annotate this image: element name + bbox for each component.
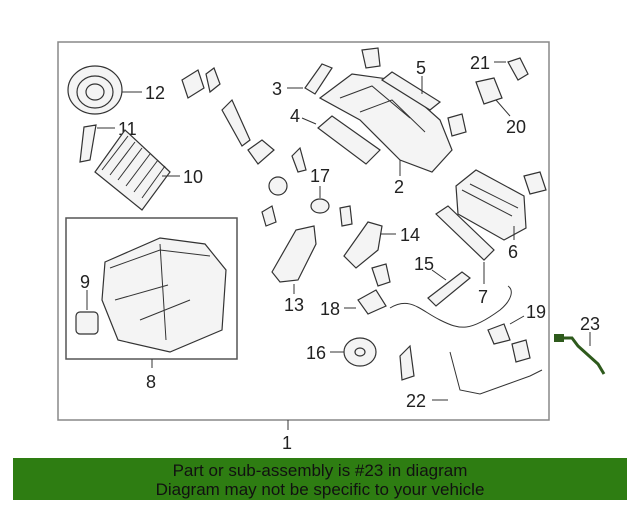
callout-4: 4 bbox=[290, 106, 300, 126]
part-9-actuator[interactable] bbox=[75, 311, 99, 335]
part-misc-center[interactable] bbox=[247, 139, 353, 227]
part-15-seal[interactable] bbox=[427, 271, 471, 307]
part-2-case[interactable] bbox=[318, 73, 453, 173]
part-13-duct[interactable] bbox=[271, 225, 317, 283]
part-11-seal[interactable] bbox=[79, 124, 97, 163]
callout-2: 2 bbox=[394, 177, 404, 197]
callout-5: 5 bbox=[416, 58, 426, 78]
info-banner: Part or sub-assembly is #23 in diagram D… bbox=[13, 458, 627, 500]
part-22-pipe[interactable] bbox=[449, 351, 543, 395]
callout-18: 18 bbox=[320, 299, 340, 319]
callout-21: 21 bbox=[470, 53, 490, 73]
assembly-frame bbox=[57, 41, 550, 421]
callout-1: 1 bbox=[282, 433, 292, 453]
banner-line-1: Part or sub-assembly is #23 in diagram bbox=[172, 461, 468, 480]
banner-line-2: Diagram may not be specific to your vehi… bbox=[155, 480, 485, 499]
callout-19: 19 bbox=[526, 302, 546, 322]
part-10-cabin-filter[interactable] bbox=[94, 129, 171, 211]
callout-7: 7 bbox=[478, 287, 488, 307]
part-8-unit-assembly[interactable] bbox=[101, 237, 227, 353]
part-21-sensor[interactable] bbox=[507, 57, 529, 81]
part-20-actuator[interactable] bbox=[475, 77, 503, 105]
part-clips-upper-left[interactable] bbox=[181, 67, 251, 147]
callout-23: 23 bbox=[580, 314, 600, 334]
callout-17: 17 bbox=[310, 166, 330, 186]
part-5-seal[interactable] bbox=[380, 71, 442, 111]
part-14-duct[interactable] bbox=[343, 221, 383, 269]
callout-15: 15 bbox=[414, 254, 434, 274]
part-bracket-lower[interactable] bbox=[399, 344, 415, 381]
part-19-hoses[interactable] bbox=[389, 285, 531, 363]
part-12-blower-motor[interactable] bbox=[67, 65, 123, 115]
part-4-door[interactable] bbox=[317, 115, 381, 165]
callout-12: 12 bbox=[145, 83, 165, 103]
part-23-highlighted-hose[interactable] bbox=[554, 334, 606, 375]
callout-9: 9 bbox=[80, 272, 90, 292]
part-6-housing[interactable] bbox=[455, 169, 527, 241]
part-7-seal-frame[interactable] bbox=[435, 205, 495, 261]
callout-10: 10 bbox=[183, 167, 203, 187]
callout-20: 20 bbox=[506, 117, 526, 137]
callout-8: 8 bbox=[146, 372, 156, 392]
callout-6: 6 bbox=[508, 242, 518, 262]
part-bracket-right[interactable] bbox=[523, 171, 547, 195]
callout-3: 3 bbox=[272, 79, 282, 99]
part-3-gasket[interactable] bbox=[304, 63, 333, 95]
callout-16: 16 bbox=[306, 343, 326, 363]
callout-13: 13 bbox=[284, 295, 304, 315]
callout-22: 22 bbox=[406, 391, 426, 411]
part-18-connector[interactable] bbox=[357, 263, 391, 315]
part-16-fan[interactable] bbox=[343, 337, 377, 367]
part-17-sensor[interactable] bbox=[310, 198, 330, 214]
part-brackets-top[interactable] bbox=[361, 47, 467, 137]
callout-14: 14 bbox=[400, 225, 420, 245]
